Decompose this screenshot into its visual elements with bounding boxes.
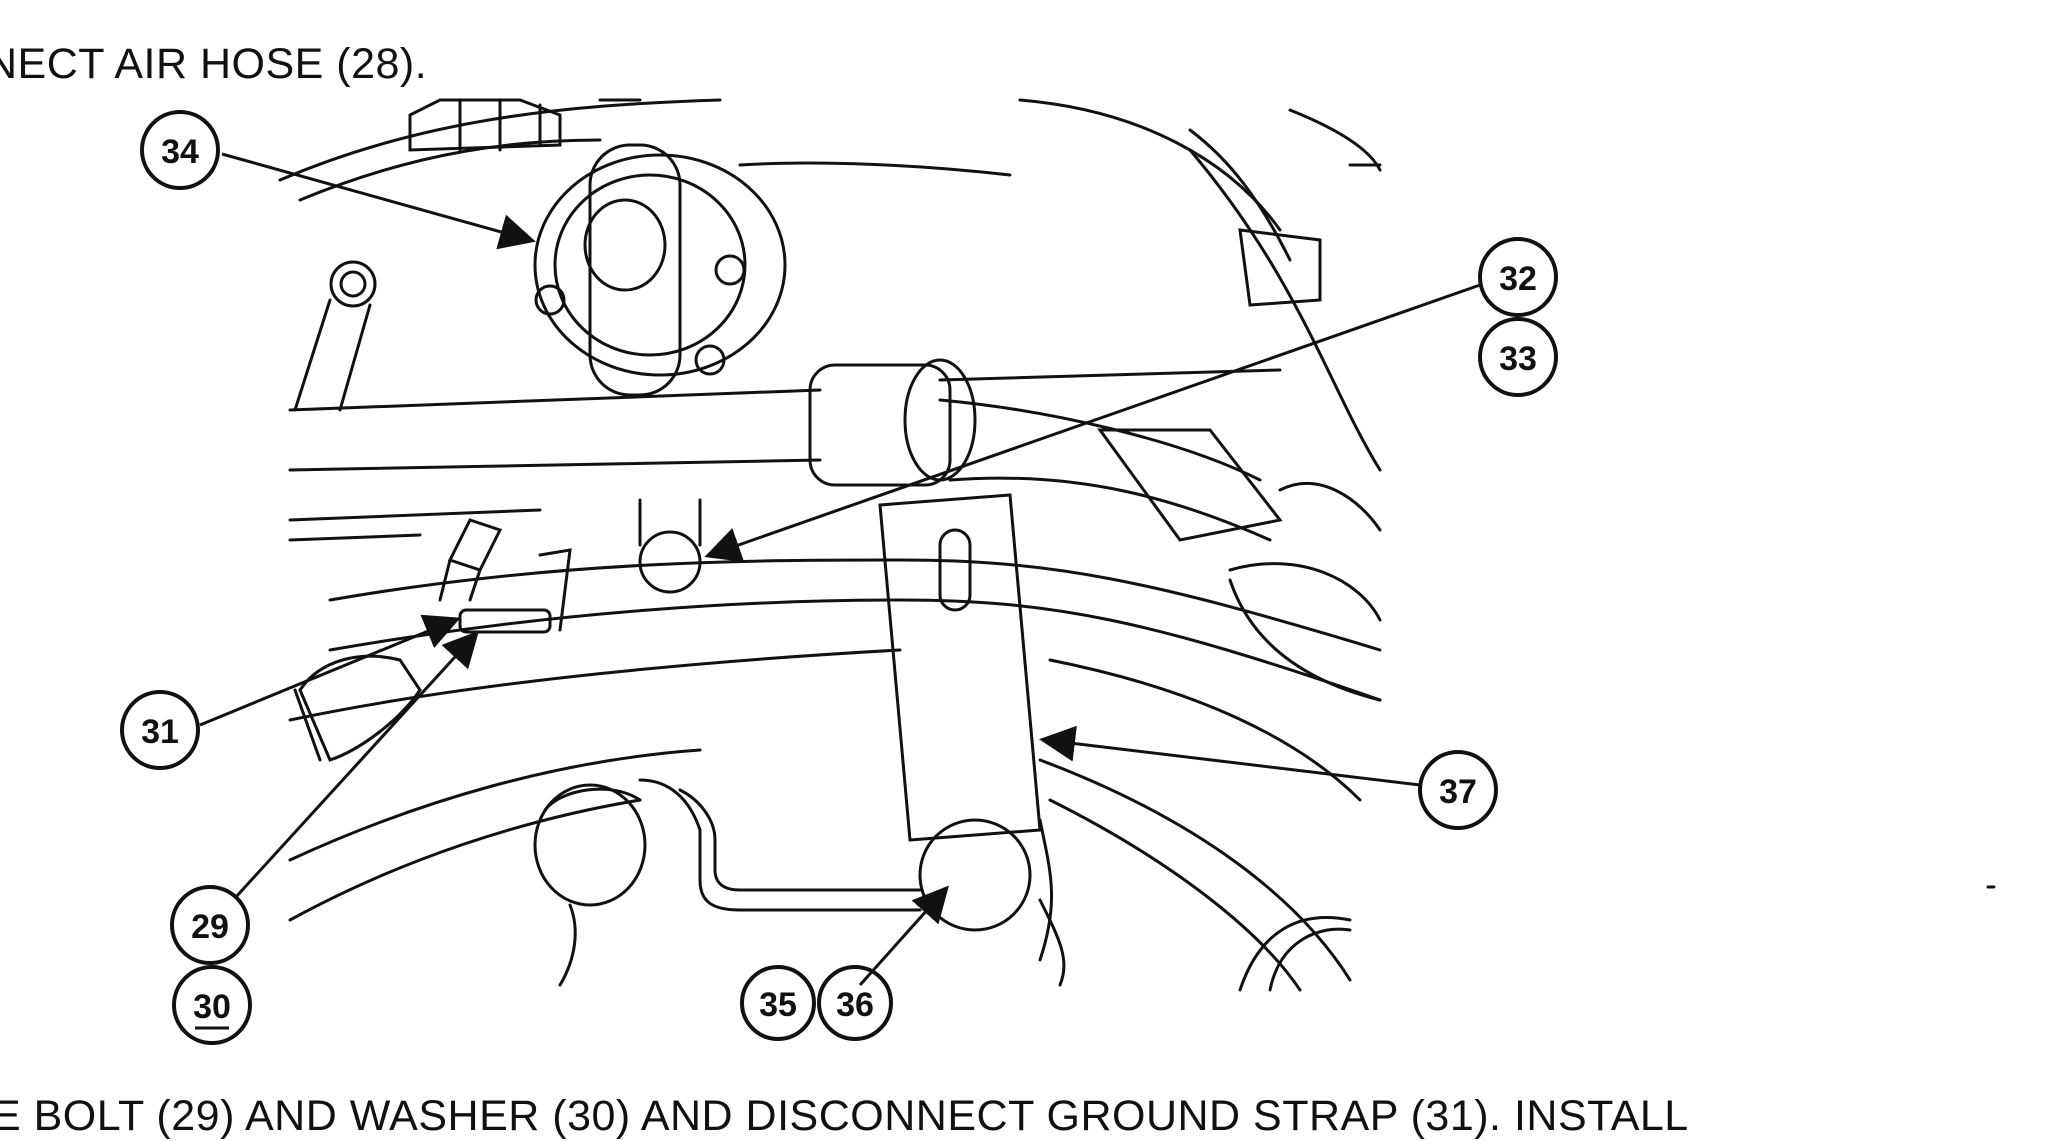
svg-text:35: 35 xyxy=(759,986,797,1024)
svg-text:36: 36 xyxy=(836,986,874,1024)
callout-35: 35 xyxy=(740,965,816,1041)
callout-36: 36 xyxy=(817,965,893,1041)
svg-text:31: 31 xyxy=(141,713,179,751)
callout-32: 32 xyxy=(1478,237,1558,317)
svg-text:34: 34 xyxy=(161,133,199,171)
callout-34: 34 xyxy=(140,110,220,190)
callout-37: 37 xyxy=(1418,750,1498,830)
line-drawing xyxy=(278,98,1996,992)
step-text-top: NECT AIR HOSE (28). xyxy=(0,40,428,88)
svg-text:32: 32 xyxy=(1499,260,1537,298)
callout-30: 30 xyxy=(172,965,252,1045)
svg-text:33: 33 xyxy=(1499,340,1537,378)
callout-33: 33 xyxy=(1478,317,1558,397)
step-text-bottom: E BOLT (29) AND WASHER (30) AND DISCONNE… xyxy=(0,1092,1689,1140)
callout-29: 29 xyxy=(170,885,250,965)
svg-text:29: 29 xyxy=(191,908,229,946)
callout-31: 31 xyxy=(120,690,200,770)
svg-text:30: 30 xyxy=(193,988,231,1026)
svg-text:37: 37 xyxy=(1439,773,1477,811)
leader-lines xyxy=(199,152,1481,987)
